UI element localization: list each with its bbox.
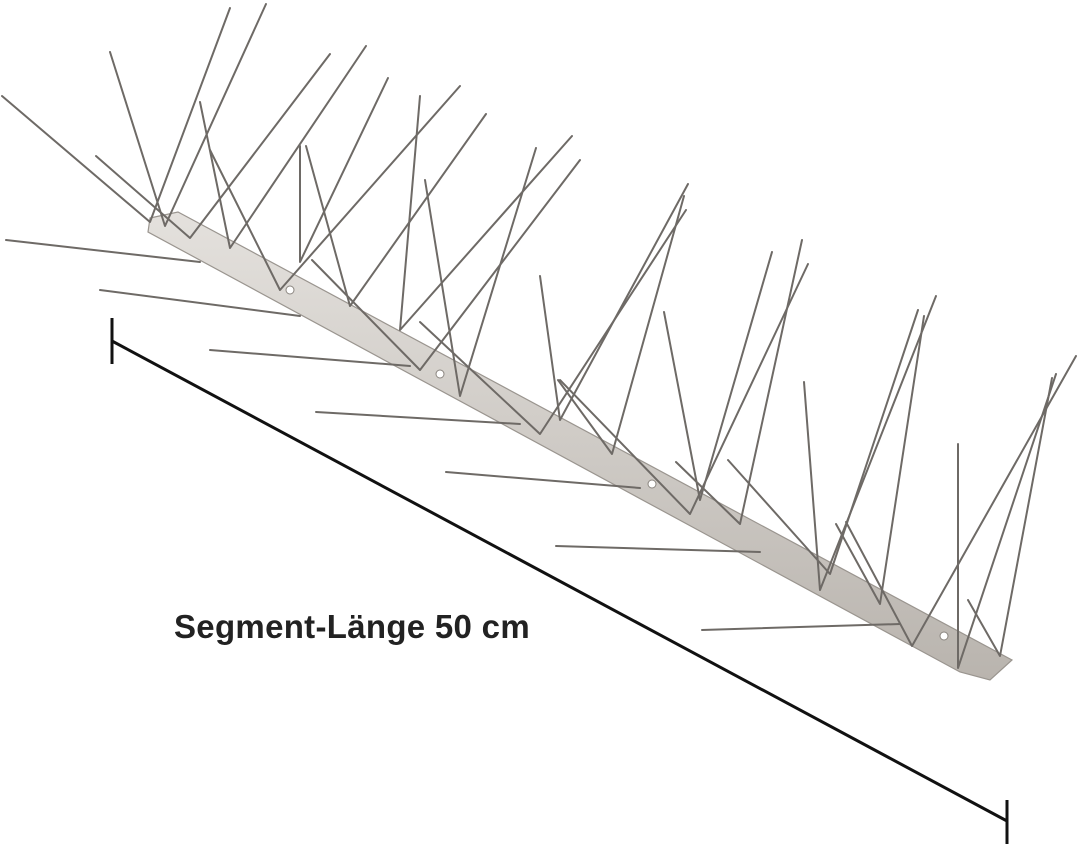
base-plate: [147, 211, 1014, 681]
dimension-line: [110, 318, 1009, 844]
segment-length-label: Segment-Länge 50 cm: [174, 608, 530, 645]
wire-spikes: [1, 3, 1077, 669]
dimension-measure-line: [111, 339, 1008, 823]
